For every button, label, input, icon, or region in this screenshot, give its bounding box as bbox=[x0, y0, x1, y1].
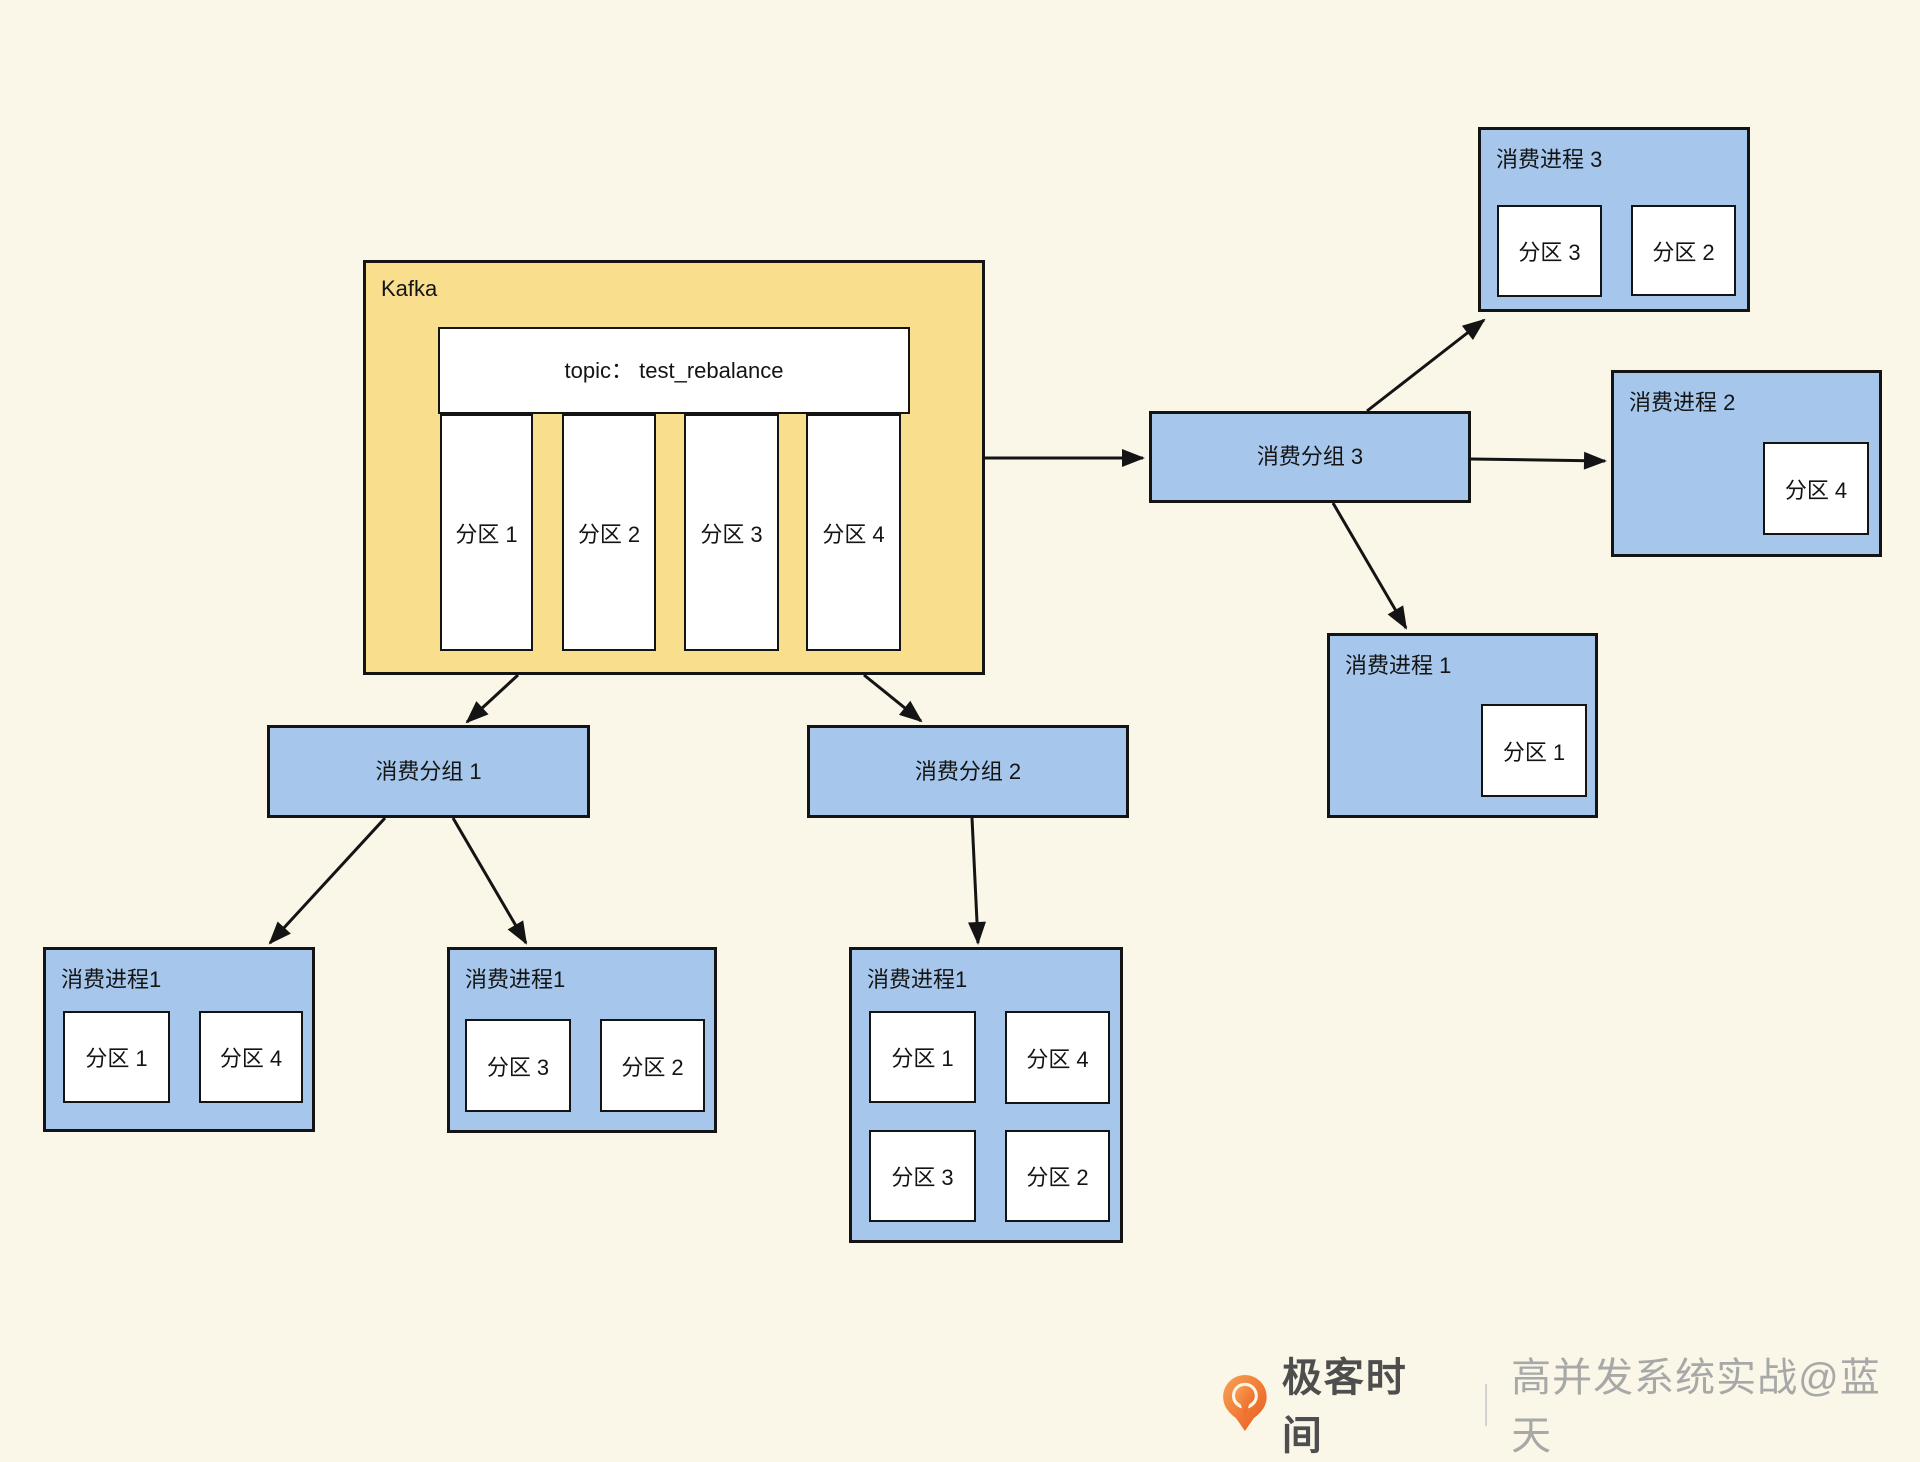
geektime-logo-icon bbox=[1223, 1375, 1267, 1431]
partition-label: 分区 1 bbox=[1502, 739, 1566, 765]
consumer-group-3: 消费分组 3 bbox=[1149, 411, 1471, 503]
partition-chip: 分区 1 bbox=[1481, 704, 1587, 797]
arrow-group3-to-proc1 bbox=[1331, 502, 1408, 630]
consumer-group-2: 消费分组 2 bbox=[807, 725, 1129, 818]
arrow-group2-to-procC bbox=[968, 817, 986, 945]
consumer-process-2-title: 消费进程 2 bbox=[1629, 390, 1736, 415]
kafka-partition-1: 分区 1 bbox=[440, 414, 533, 651]
partition-chip: 分区 2 bbox=[1005, 1130, 1110, 1222]
partition-label: 分区 3 bbox=[1518, 240, 1581, 265]
kafka-label: Kafka bbox=[381, 276, 438, 301]
consumer-process-3: 消费进程 3 分区 3 分区 2 bbox=[1478, 127, 1750, 312]
kafka-partition-2: 分区 2 bbox=[562, 414, 656, 651]
consumer-process-title: 消费进程1 bbox=[61, 967, 162, 992]
partition-label: 分区 3 bbox=[486, 1054, 550, 1080]
consumer-group-3-label: 消费分组 3 bbox=[1256, 444, 1364, 470]
watermark-brand: 极客时间 bbox=[1281, 1356, 1408, 1458]
partition-chip: 分区 3 bbox=[465, 1019, 571, 1112]
partition-chip: 分区 4 bbox=[1763, 442, 1869, 535]
arrow-group1-to-procA bbox=[268, 816, 387, 945]
arrow-kafka-to-group1 bbox=[465, 673, 520, 724]
watermark-divider: ｜ bbox=[1465, 1382, 1508, 1430]
partition-chip: 分区 2 bbox=[600, 1019, 705, 1112]
watermark-credit: 高并发系统实战@蓝天 bbox=[1511, 1356, 1881, 1458]
kafka-partition-4: 分区 4 bbox=[806, 414, 901, 651]
consumer-process-3-title: 消费进程 3 bbox=[1496, 147, 1603, 172]
kafka-partition-3: 分区 3 bbox=[684, 414, 779, 651]
partition-chip: 分区 4 bbox=[199, 1011, 303, 1103]
partition-chip: 分区 4 bbox=[1005, 1011, 1110, 1104]
consumer-process-1-title: 消费进程 1 bbox=[1345, 653, 1452, 678]
partition-label: 分区 4 bbox=[219, 1046, 283, 1071]
partition-chip: 分区 1 bbox=[869, 1011, 976, 1103]
partition-label: 分区 2 bbox=[1652, 239, 1715, 265]
watermark: 极客时间 ｜ 高并发系统实战@蓝天 bbox=[1222, 1356, 1920, 1458]
kafka-partition-1-label: 分区 1 bbox=[455, 521, 518, 547]
partition-chip: 分区 3 bbox=[869, 1130, 976, 1222]
partition-label: 分区 2 bbox=[1026, 1165, 1089, 1190]
kafka-partition-4-label: 分区 4 bbox=[822, 521, 885, 547]
arrow-kafka-to-group2 bbox=[863, 673, 923, 723]
partition-chip: 分区 2 bbox=[1631, 205, 1736, 296]
partition-label: 分区 2 bbox=[621, 1054, 684, 1080]
consumer-process-1-group3: 消费进程 1 分区 1 bbox=[1327, 633, 1598, 818]
partition-label: 分区 1 bbox=[85, 1046, 148, 1071]
partition-chip: 分区 1 bbox=[63, 1011, 170, 1103]
arrow-group3-to-proc2 bbox=[1470, 451, 1607, 470]
consumer-group-2-label: 消费分组 2 bbox=[914, 758, 1022, 784]
partition-label: 分区 4 bbox=[1784, 477, 1848, 503]
consumer-process-1-group1-left: 消费进程1 分区 1 分区 4 bbox=[43, 947, 315, 1132]
consumer-process-2: 消费进程 2 分区 4 bbox=[1611, 370, 1882, 557]
consumer-process-title: 消费进程1 bbox=[867, 967, 968, 992]
partition-label: 分区 3 bbox=[891, 1165, 954, 1190]
partition-label: 分区 1 bbox=[891, 1046, 954, 1071]
consumer-group-1-label: 消费分组 1 bbox=[375, 758, 482, 784]
partition-chip: 分区 3 bbox=[1497, 205, 1602, 297]
kafka-partition-3-label: 分区 3 bbox=[700, 521, 763, 547]
consumer-process-1-group2: 消费进程1 分区 1 分区 4 分区 3 分区 2 bbox=[849, 947, 1123, 1243]
partition-label: 分区 4 bbox=[1026, 1046, 1089, 1072]
topic-label: topic： test_rebalance bbox=[564, 357, 784, 383]
arrow-group3-to-proc3 bbox=[1366, 318, 1486, 413]
consumer-group-1: 消费分组 1 bbox=[267, 725, 590, 818]
arrow-group1-to-procB bbox=[451, 817, 528, 945]
kafka-partition-2-label: 分区 2 bbox=[577, 521, 641, 547]
consumer-process-title: 消费进程1 bbox=[465, 967, 566, 992]
topic-box: topic： test_rebalance bbox=[438, 327, 910, 414]
consumer-process-1-group1-right: 消费进程1 分区 3 分区 2 bbox=[447, 947, 717, 1133]
